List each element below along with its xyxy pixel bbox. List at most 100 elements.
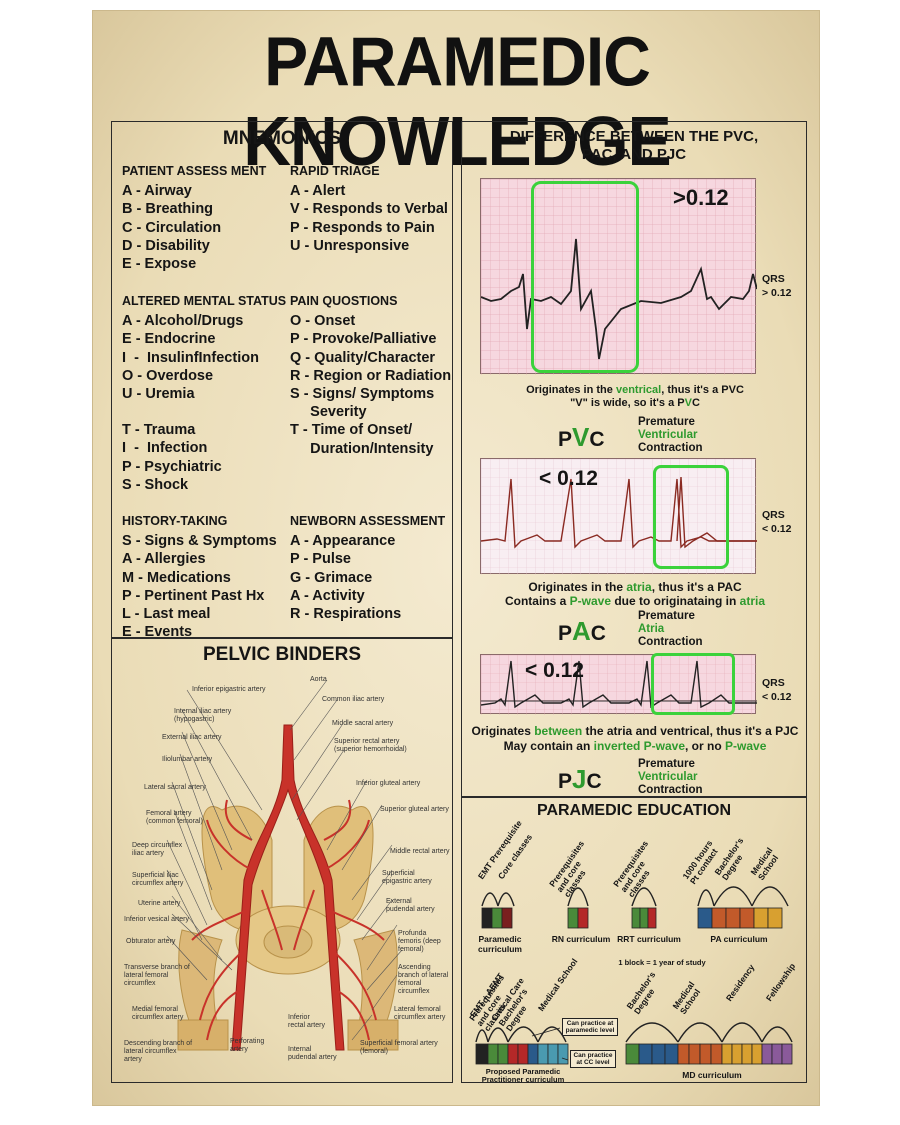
pain-questions-list: PAIN QUOSTIONS O - Onset P - Provoke/Pal… (290, 292, 455, 458)
desc-text: , or no (685, 739, 726, 753)
list-item: E - Expose (122, 256, 197, 273)
section-heading: PAIN QUOSTIONS (290, 294, 398, 308)
artery-label: Lateral femoral circumflex artery (394, 1006, 446, 1021)
artery-label: Superficial femoral artery (femoral) (360, 1040, 438, 1055)
abbr-letter: C (589, 428, 605, 451)
poster: PARAMEDIC KNOWLEDGE MNEMONICS PATIENT AS… (92, 10, 820, 1106)
desc-highlight: ventrical (615, 384, 662, 396)
artery-label: Middle rectal artery (390, 848, 450, 855)
mnemonics-panel: MNEMONICS PATIENT ASSESS MENT A - Airway… (111, 121, 455, 641)
abbr-letter: J (572, 764, 587, 794)
pjc-definition: Premature Ventricular Contraction (638, 758, 703, 797)
pac-abbreviation: PAC (558, 616, 606, 647)
section-heading: RAPID TRIAGE (290, 164, 380, 178)
list-item: P - Pertinent Past Hx (122, 587, 265, 604)
practice-note-paramedic: Can practice at paramedic level (562, 1018, 618, 1036)
list-item: I - Infection (122, 440, 208, 457)
artery-label: Deep circumflex iliac artery (132, 842, 183, 857)
artery-label: Femoral artery (common femoral) (146, 810, 203, 825)
list-item: M - Medications (122, 569, 231, 586)
artery-label: Profunda femoris (deep femoral) (398, 930, 441, 953)
desc-text: , thus it's a PVC (661, 384, 744, 396)
pvc-description: Originates in the ventrical, thus it's a… (462, 384, 808, 410)
pjc-ecg-strip: < 0.12 (480, 653, 757, 715)
list-item: O - Overdose (122, 367, 214, 384)
list-item: S - Shock (122, 476, 189, 493)
artery-label: Descending branch of lateral circumflex … (124, 1040, 193, 1063)
artery-label: External iliac artery (162, 734, 222, 741)
abbr-letter: P (558, 622, 573, 645)
pjc-highlight-box (651, 653, 735, 715)
list-item: U - Unresponsive (290, 237, 410, 254)
pac-definition: Premature Atria Contraction (638, 610, 703, 649)
list-item: T - Trauma (122, 422, 196, 439)
newborn-assessment-list: NEWBORN ASSESSMENT A - Appearance P - Pu… (290, 512, 455, 623)
qrs-value: > 0.12 (762, 287, 792, 299)
list-item: R - Respirations (290, 606, 402, 623)
artery-label: Inferior gluteal artery (356, 780, 421, 787)
pac-qrs-note: QRS < 0.12 (762, 508, 792, 536)
pac-description: Originates in the atria, thus it's a PAC… (462, 580, 808, 608)
qrs-label: QRS (762, 509, 785, 521)
pac-trace (480, 459, 757, 575)
pvc-duration-label: >0.12 (673, 185, 729, 210)
education-panel: PARAMEDIC EDUCATION (461, 797, 807, 1084)
list-item: A - Airway (122, 183, 192, 200)
qrs-label: QRS (762, 273, 785, 285)
list-item: Q - Quality/Character (290, 349, 436, 366)
curriculum-caption: RRT curriculum (617, 934, 681, 944)
list-item: B - Breathing (122, 201, 214, 218)
artery-label: Aorta (310, 676, 327, 683)
list-item: T - Time of Onset/ (290, 422, 413, 439)
list-item: L - Last meal (122, 606, 211, 623)
def-word: Contraction (638, 442, 703, 454)
page-title: PARAMEDIC KNOWLEDGE (243, 22, 671, 180)
curriculum-caption: PA curriculum (710, 934, 768, 944)
list-item: A - Appearance (290, 533, 396, 550)
list-item: U - Uremia (122, 386, 195, 403)
list-item: P - Pulse (290, 551, 351, 568)
pvc-highlight-box (531, 181, 639, 373)
def-word: Premature (638, 416, 695, 428)
pjc-qrs-note: QRS < 0.12 (762, 676, 792, 704)
pvc-ecg-strip: >0.12 (480, 178, 758, 375)
desc-text: Originates in the (526, 384, 616, 396)
list-item: G - Grimace (290, 569, 373, 586)
desc-highlight: inverted P-wave (593, 739, 686, 753)
artery-label: Inferior rectal artery (288, 1014, 325, 1029)
section-heading: HISTORY-TAKING (122, 514, 228, 528)
desc-text: due to originataing in (611, 594, 740, 608)
spacer (122, 403, 292, 421)
artery-label: Common iliac artery (322, 696, 385, 703)
artery-label: Ascending branch of lateral femoral circ… (398, 964, 449, 995)
def-word: Premature (638, 758, 695, 770)
curriculum-caption: Paramedic curriculum (478, 934, 522, 954)
artery-label: Lateral sacral artery (144, 784, 206, 791)
list-item: P - Responds to Pain (290, 219, 435, 236)
artery-label: Inferior vesical artery (124, 916, 189, 923)
desc-highlight: atria (739, 594, 766, 608)
list-item: S - Signs/ Symptoms (290, 386, 435, 403)
qrs-label: QRS (762, 677, 785, 689)
qrs-value: < 0.12 (762, 523, 792, 535)
artery-label: Middle sacral artery (332, 720, 394, 727)
desc-highlight: atria (626, 580, 652, 594)
desc-highlight: V (684, 397, 692, 409)
list-item: S - Signs & Symptoms (122, 533, 277, 550)
artery-label: External pudendal artery (386, 898, 435, 913)
desc-highlight: P-wave (725, 739, 767, 753)
list-item: P - Psychiatric (122, 458, 222, 475)
pvc-qrs-note: QRS > 0.12 (762, 272, 792, 300)
list-item: Severity (290, 404, 367, 421)
desc-highlight: between (534, 724, 583, 738)
curriculum-caption: MD curriculum (682, 1070, 742, 1080)
qrs-value: < 0.12 (762, 691, 792, 703)
pvc-definition: Premature Ventricular Contraction (638, 416, 703, 455)
def-word: Contraction (638, 784, 703, 796)
history-taking-list: HISTORY-TAKING S - Signs & Symptoms A - … (122, 512, 292, 641)
artery-label: Iliolumbar artery (162, 756, 213, 763)
abbr-letter: C (586, 770, 602, 793)
pjc-duration-label: < 0.12 (525, 659, 584, 682)
legend-text: 1 block = 1 year of study (618, 958, 706, 967)
list-item: A - Allergies (122, 551, 206, 568)
